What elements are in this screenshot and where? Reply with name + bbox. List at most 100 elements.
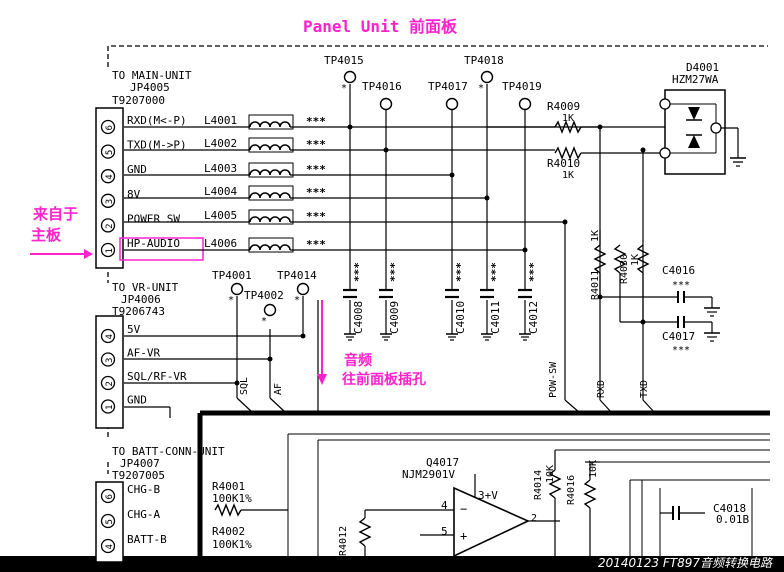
- inductor-value: ***: [306, 238, 326, 251]
- batt-pin-number: 6: [105, 494, 115, 499]
- main-pin: [100, 218, 116, 233]
- signal-labels: POW-SW RXD TXD SQL AF: [239, 361, 650, 398]
- main-pin: [100, 169, 116, 184]
- resistor-r4011: R4011 1K: [590, 230, 678, 300]
- arrow-from-main: [30, 249, 93, 259]
- resistor-r4030: R4030 1K: [613, 244, 678, 323]
- vr-wires: [124, 296, 319, 418]
- svg-text:0.01B: 0.01B: [716, 513, 749, 526]
- capacitor-value: ***: [352, 262, 365, 282]
- capacitor-c4016: C4016 ***: [662, 264, 720, 317]
- main-pin-number: 6: [105, 125, 115, 130]
- vr-pin-label: AF-VR: [127, 347, 160, 360]
- svg-text:*: *: [261, 316, 267, 327]
- svg-text:D4001: D4001: [686, 61, 719, 74]
- capacitor-value: ***: [489, 262, 502, 282]
- svg-text:R4014: R4014: [533, 470, 544, 500]
- resistor-r4012-partial: R4012: [338, 510, 372, 556]
- svg-text:3+V: 3+V: [478, 489, 498, 502]
- svg-text:RXD: RXD: [596, 380, 607, 398]
- vr-pin-number: 3: [105, 358, 115, 363]
- resistor-r4001: R4001 100K1%: [212, 480, 288, 517]
- svg-text:HZM27WA: HZM27WA: [672, 73, 719, 86]
- inductor-value: ***: [306, 210, 326, 223]
- batt-pin-label: CHG-A: [127, 508, 160, 521]
- svg-text:T9206743: T9206743: [112, 305, 165, 318]
- main-pin-number: 5: [105, 150, 115, 155]
- svg-text:1K: 1K: [562, 170, 574, 181]
- svg-text:R4009: R4009: [547, 100, 580, 113]
- main-pin-number: 4: [105, 174, 115, 179]
- svg-text:10K: 10K: [588, 460, 599, 478]
- svg-text:JP4007: JP4007: [120, 457, 160, 470]
- inductor-label: L4006: [204, 237, 237, 250]
- vr-pin-label: GND: [127, 394, 147, 407]
- svg-text:TO VR-UNIT: TO VR-UNIT: [112, 281, 179, 294]
- svg-text:T9207005: T9207005: [112, 469, 165, 482]
- inductor-value: ***: [306, 138, 326, 151]
- svg-text:R4002: R4002: [212, 525, 245, 538]
- svg-text:−: −: [460, 502, 467, 516]
- annotation-audio: 音频: [344, 352, 372, 369]
- hp-audio-highlight: [119, 237, 204, 261]
- inductor-label: L4001: [204, 114, 237, 127]
- vr-junctions: [234, 333, 306, 386]
- inductor-shield: [248, 137, 294, 153]
- main-pin-label: HP-AUDIO: [127, 237, 180, 250]
- inductor-shield: [248, 209, 294, 225]
- diode-d4001: D4001 HZM27WA: [659, 61, 746, 175]
- vertical-wires: [349, 84, 656, 414]
- testpoint-pad: [518, 97, 532, 111]
- svg-text:AF: AF: [273, 383, 284, 395]
- inductor-label: L4005: [204, 209, 237, 222]
- svg-text:1K: 1K: [630, 254, 641, 266]
- batt-pin: [100, 538, 116, 554]
- testpoint-label: TP4015: [324, 54, 364, 67]
- paper: [0, 0, 784, 556]
- testpoint-pad: [480, 70, 494, 84]
- main-pin-number: 2: [105, 223, 115, 228]
- main-pin-label: RXD(M<-P): [127, 114, 187, 127]
- svg-text:5: 5: [441, 525, 448, 538]
- inductor-value: ***: [306, 163, 326, 176]
- inductor-value: ***: [306, 115, 326, 128]
- testpoint-label: TP4019: [502, 80, 542, 93]
- svg-text:100K1%: 100K1%: [212, 538, 252, 551]
- inductor-shield: [248, 114, 294, 130]
- inductor-coil: [249, 121, 291, 128]
- svg-text:R4011: R4011: [590, 270, 601, 300]
- capacitor-label: C4011: [489, 301, 502, 334]
- vr-pin: [100, 375, 116, 391]
- inductor-group: L4001***L4002***L4003***L4004***L4005***…: [124, 114, 600, 253]
- testpoint-pad: [379, 97, 393, 111]
- capacitor-label: C4010: [454, 301, 467, 334]
- capacitor-value: ***: [388, 262, 401, 282]
- resistor-r4014: R4014 10K: [533, 450, 562, 556]
- testpoint-label: TP4002: [244, 289, 284, 302]
- svg-text:C4016: C4016: [662, 264, 695, 277]
- svg-text:*: *: [294, 295, 300, 306]
- vr-pin-number: 1: [105, 405, 115, 410]
- batt-pin-label: CHG-B: [127, 483, 160, 496]
- vr-pin-number: 4: [105, 334, 115, 339]
- inductor-shield: [248, 162, 294, 178]
- testpoint-pad: [343, 70, 357, 84]
- inductor-coil: [249, 192, 291, 199]
- annotation-from-main: 来自于: [32, 205, 78, 223]
- inductor-coil: [249, 244, 291, 251]
- footer-caption: 20140123 FT897音频转换电路: [597, 556, 772, 570]
- svg-text:JP4006: JP4006: [121, 293, 161, 306]
- testpoint-label: TP4018: [464, 54, 504, 67]
- main-pin: [100, 193, 116, 208]
- svg-text:***: ***: [672, 345, 690, 356]
- testpoint-pad: [230, 282, 244, 296]
- svg-text:100K1%: 100K1%: [212, 492, 252, 505]
- inductor-coil: [249, 216, 291, 223]
- main-pin-label: POWER SW: [127, 212, 180, 225]
- svg-text:C4017: C4017: [662, 330, 695, 343]
- capacitor-c4017: C4017 ***: [662, 316, 720, 356]
- arrow-audio-out: [317, 300, 327, 385]
- testpoint-label: TP4017: [428, 80, 468, 93]
